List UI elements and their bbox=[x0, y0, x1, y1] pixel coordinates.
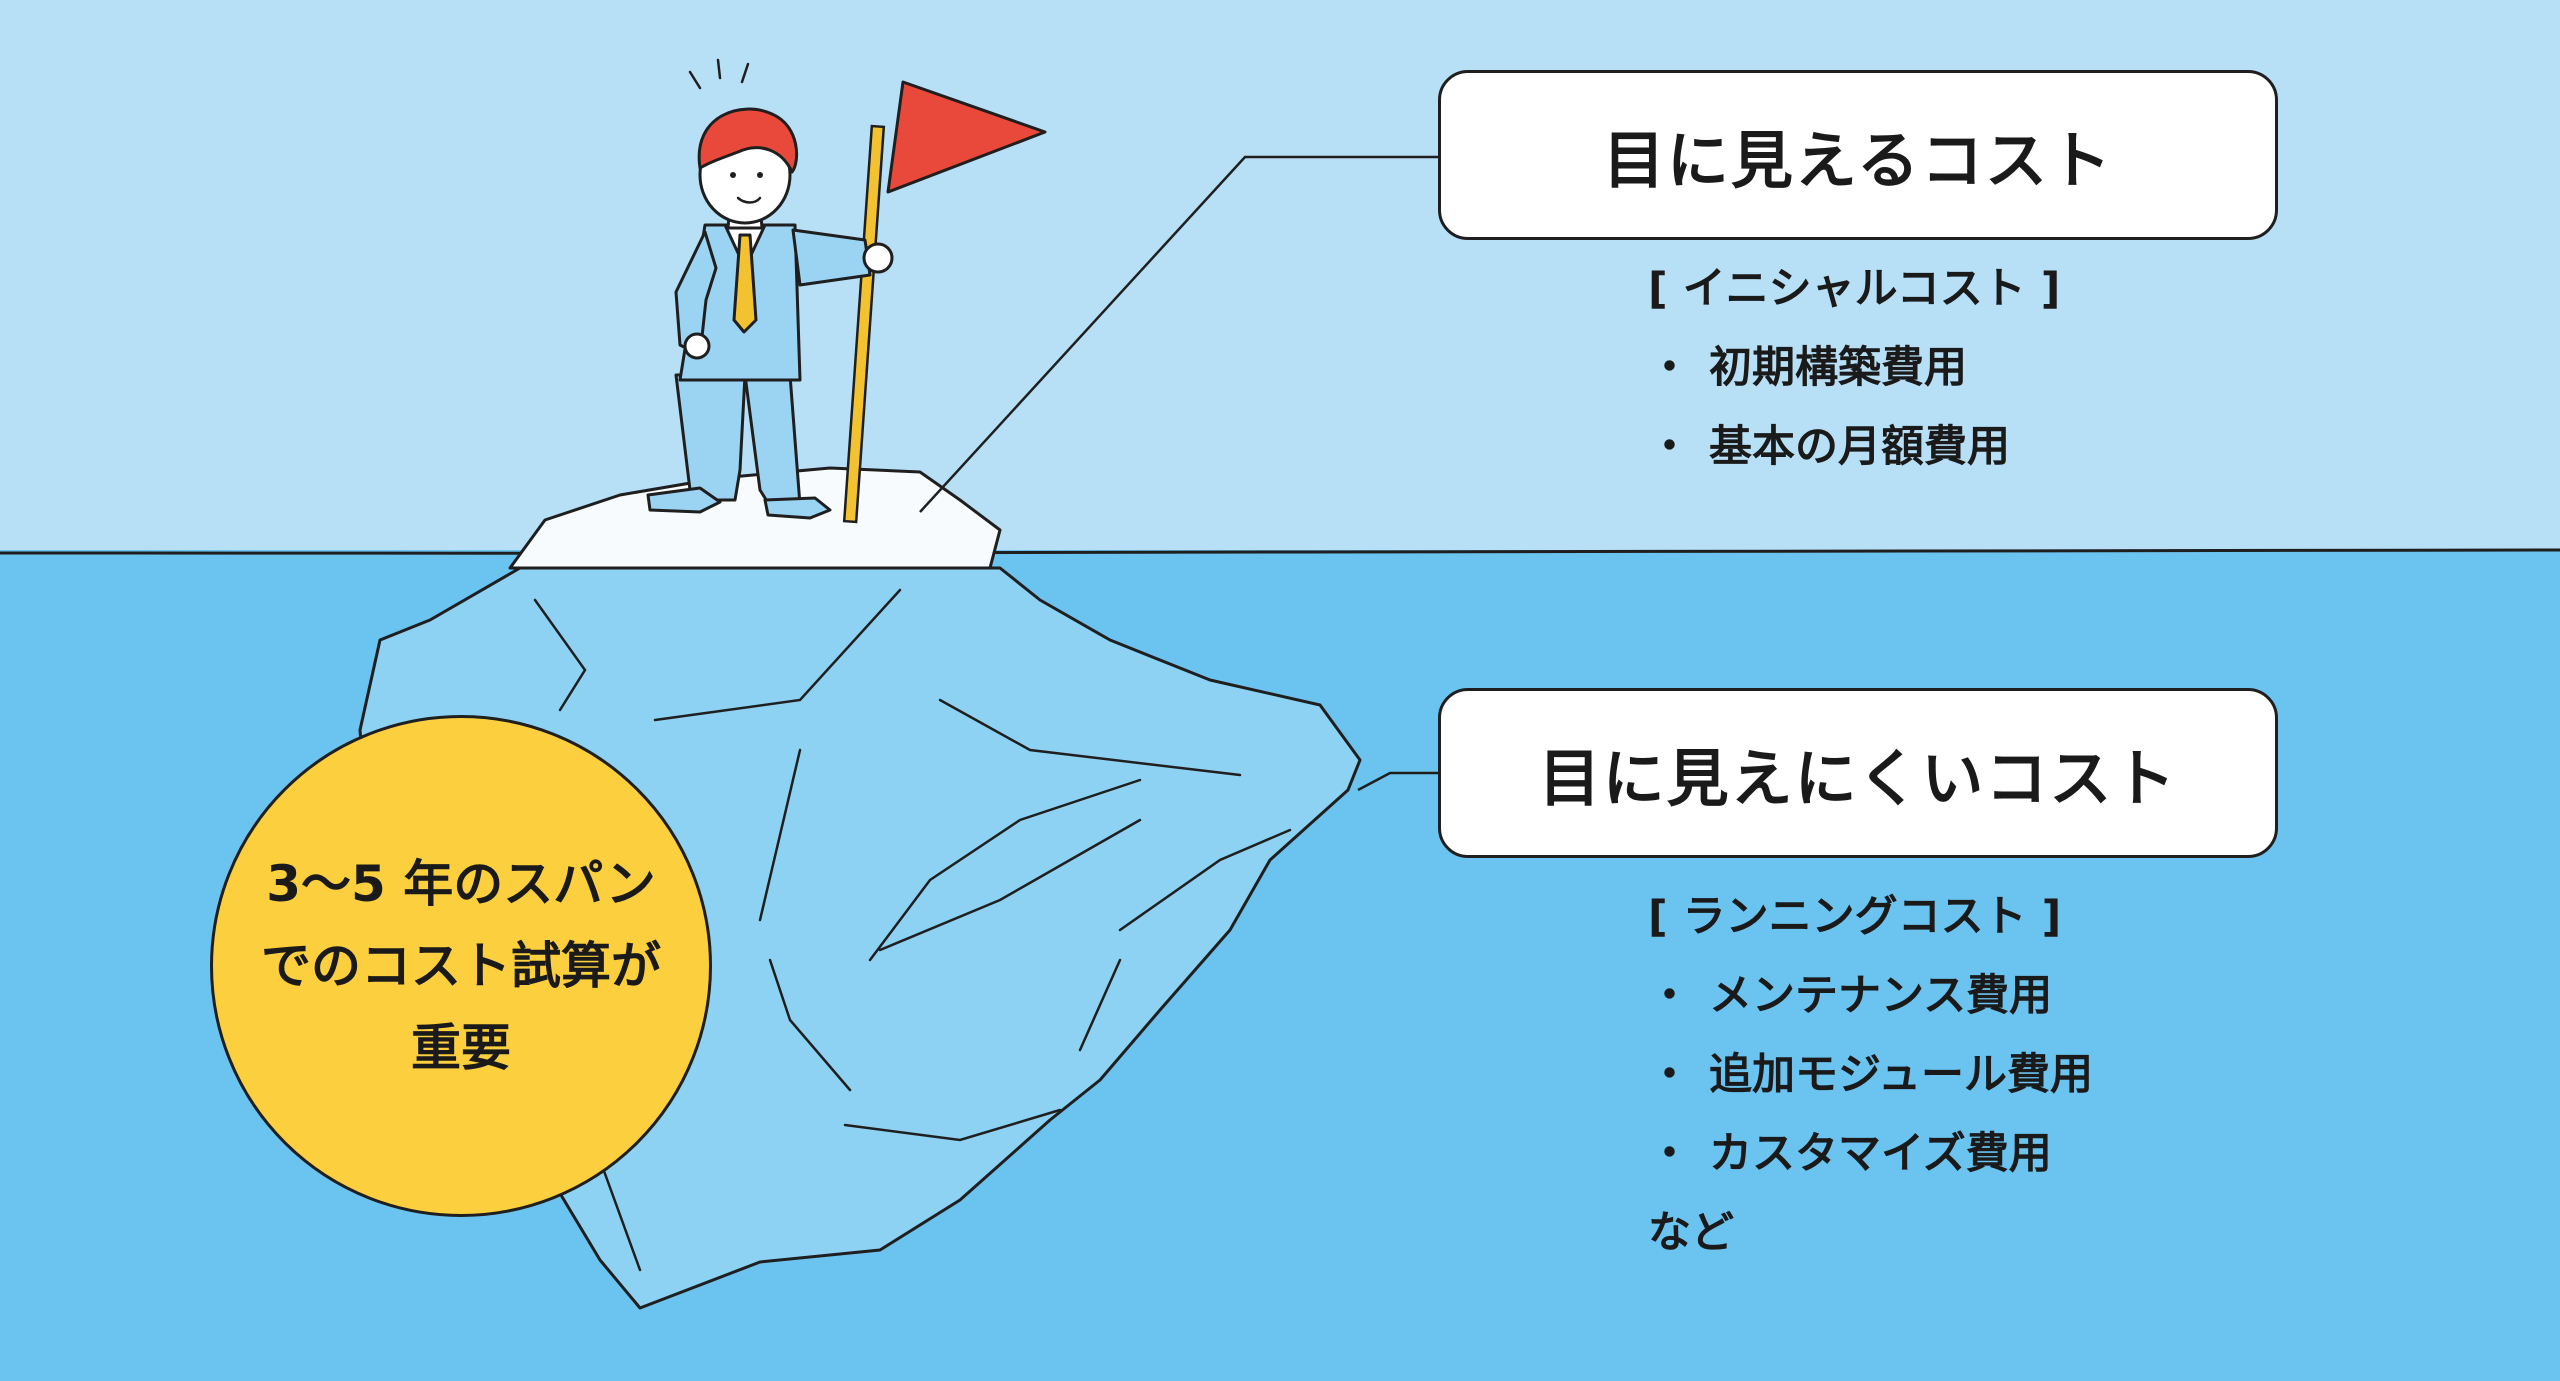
list-item-etc: など bbox=[1648, 1208, 1734, 1258]
left-eye bbox=[730, 172, 736, 178]
visible-cost-heading: [ イニシャルコスト ] bbox=[1648, 264, 2061, 314]
list-item-text: 初期構築費用 bbox=[1709, 343, 1967, 393]
bullet: ・ bbox=[1648, 422, 1691, 472]
iceberg-crack-lines bbox=[533, 588, 1292, 1272]
right-eye bbox=[757, 172, 763, 178]
right-shoe bbox=[763, 496, 832, 520]
right-arm bbox=[791, 228, 872, 287]
bullet: ・ bbox=[1648, 1050, 1691, 1100]
smile bbox=[736, 196, 762, 204]
hidden-cost-box: 目に見えにくいコスト bbox=[1438, 688, 2278, 858]
visible-cost-box: 目に見えるコスト bbox=[1438, 70, 2278, 240]
hidden-cost-list: [ ランニングコスト ] ・メンテナンス費用 ・追加モジュール費用 ・カスタマイ… bbox=[1648, 878, 2093, 1273]
hidden-cost-title: 目に見えにくいコスト bbox=[1538, 742, 2178, 815]
list-item: ・追加モジュール費用 bbox=[1648, 1036, 2093, 1115]
connector-line-visible bbox=[919, 155, 1438, 513]
key-message-circle: 3〜5 年のスパン でのコスト試算が 重要 bbox=[210, 715, 712, 1217]
bullet: ・ bbox=[1648, 971, 1691, 1021]
iceberg-tip bbox=[508, 466, 1002, 570]
businessman-figure bbox=[646, 58, 894, 520]
tie bbox=[732, 233, 758, 334]
visible-cost-title: 目に見えるコスト bbox=[1602, 124, 2114, 197]
hair bbox=[697, 107, 799, 174]
bullet: ・ bbox=[1648, 1129, 1691, 1179]
left-shoe bbox=[646, 486, 722, 514]
list-item-text: 基本の月額費用 bbox=[1709, 422, 2010, 472]
hand bbox=[862, 242, 894, 274]
key-message-line-3: 重要 bbox=[411, 1019, 511, 1077]
bullet: ・ bbox=[1648, 343, 1691, 393]
motion-lines bbox=[688, 58, 750, 90]
flag-pole bbox=[842, 124, 886, 524]
list-item-text: 追加モジュール費用 bbox=[1709, 1050, 2093, 1100]
hidden-cost-heading: [ ランニングコスト ] bbox=[1648, 892, 2062, 942]
key-message-line-2: でのコスト試算が bbox=[261, 937, 661, 995]
list-item-text: カスタマイズ費用 bbox=[1709, 1129, 2052, 1179]
key-message-line-1: 3〜5 年のスパン bbox=[266, 855, 656, 913]
list-item: ・メンテナンス費用 bbox=[1648, 957, 2093, 1036]
list-item: ・基本の月額費用 bbox=[1648, 408, 2060, 487]
connector-line-hidden bbox=[1357, 771, 1438, 792]
list-item: ・初期構築費用 bbox=[1648, 329, 2060, 408]
waterline bbox=[0, 548, 2560, 556]
visible-cost-list: [ イニシャルコスト ] ・初期構築費用 ・基本の月額費用 bbox=[1648, 250, 2060, 487]
list-item: ・カスタマイズ費用 bbox=[1648, 1115, 2093, 1194]
left-hand bbox=[683, 332, 711, 360]
list-item-text: メンテナンス費用 bbox=[1709, 971, 2053, 1021]
flag-icon bbox=[886, 80, 1047, 194]
